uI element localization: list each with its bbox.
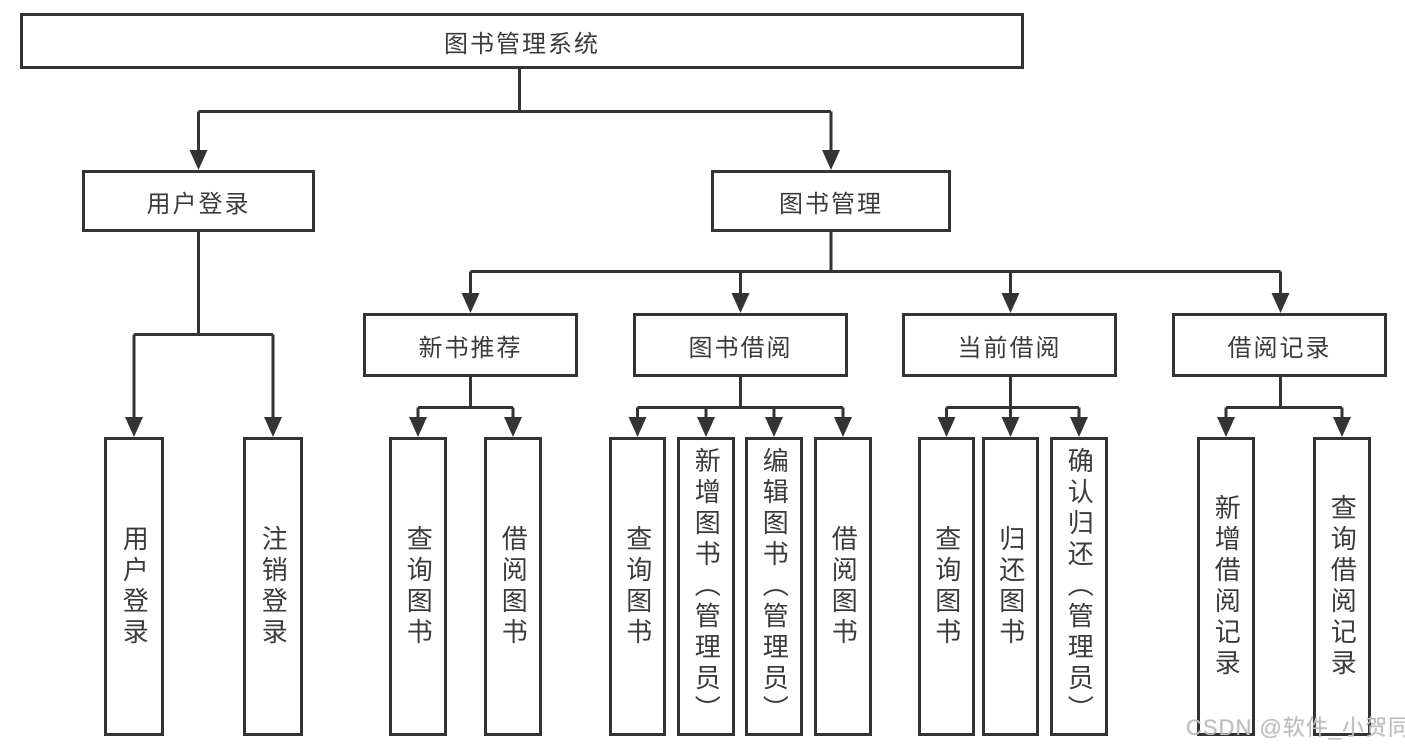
node-book-management: 图书管理 <box>711 170 951 232</box>
node-label: 查询图书 <box>403 524 434 649</box>
node-new-book-recommendation: 新书推荐 <box>363 313 578 377</box>
leaf-logout: 注销登录 <box>243 437 303 736</box>
connector-new-book-recommendation <box>409 377 522 437</box>
leaf-add-borrow-record: 新增借阅记录 <box>1197 437 1255 736</box>
node-label: 借阅记录 <box>1227 334 1332 362</box>
leaf-borrow-books-borrowing: 借阅图书 <box>814 437 872 736</box>
node-label: 图书管理系统 <box>444 30 600 58</box>
node-label: 确认归还（管理员） <box>1064 447 1095 726</box>
leaf-query-borrow-record: 查询借阅记录 <box>1313 437 1371 736</box>
leaf-return-books: 归还图书 <box>982 437 1039 736</box>
node-label: 查询图书 <box>931 524 962 649</box>
node-label: 编辑图书（管理员） <box>759 447 790 726</box>
leaf-add-books-admin: 新增图书（管理员） <box>677 437 735 736</box>
leaf-query-books-borrowing: 查询图书 <box>609 437 666 736</box>
leaf-query-books-current: 查询图书 <box>918 437 975 736</box>
node-label: 用户登录 <box>119 524 150 649</box>
node-label: 新增借阅记录 <box>1211 493 1242 680</box>
node-label: 用户登录 <box>146 190 251 218</box>
connector-user-login <box>125 232 282 437</box>
node-label: 借阅图书 <box>498 524 529 649</box>
leaf-edit-books-admin: 编辑图书（管理员） <box>745 437 803 736</box>
connector-book-management <box>461 232 1290 313</box>
connector-current-borrowing <box>937 377 1088 437</box>
node-book-borrowing: 图书借阅 <box>633 313 848 377</box>
node-library-system: 图书管理系统 <box>20 13 1024 69</box>
node-label: 图书借阅 <box>688 334 793 362</box>
node-current-borrowing: 当前借阅 <box>902 313 1117 377</box>
connector-root <box>189 69 840 170</box>
leaf-confirm-return-admin: 确认归还（管理员） <box>1050 437 1108 736</box>
connector-book-borrowing <box>628 377 852 437</box>
node-user-login: 用户登录 <box>82 170 315 232</box>
node-label: 当前借阅 <box>957 334 1062 362</box>
node-label: 注销登录 <box>258 524 289 649</box>
node-borrowing-records: 借阅记录 <box>1172 313 1387 377</box>
node-label: 图书管理 <box>779 190 883 218</box>
leaf-user-login: 用户登录 <box>104 437 164 736</box>
node-label: 借阅图书 <box>828 524 859 649</box>
csdn-watermark: CSDN @软件_小贺同学 <box>1186 715 1405 740</box>
node-label: 查询借阅记录 <box>1327 493 1358 680</box>
leaf-query-books-recommendation: 查询图书 <box>389 437 447 736</box>
leaf-borrow-books-recommendation: 借阅图书 <box>484 437 542 736</box>
node-label: 查询图书 <box>622 524 653 649</box>
node-label: 新书推荐 <box>418 334 523 362</box>
connector-borrowing-records <box>1217 377 1351 437</box>
node-label: 归还图书 <box>995 524 1026 649</box>
node-label: 新增图书（管理员） <box>691 447 722 726</box>
